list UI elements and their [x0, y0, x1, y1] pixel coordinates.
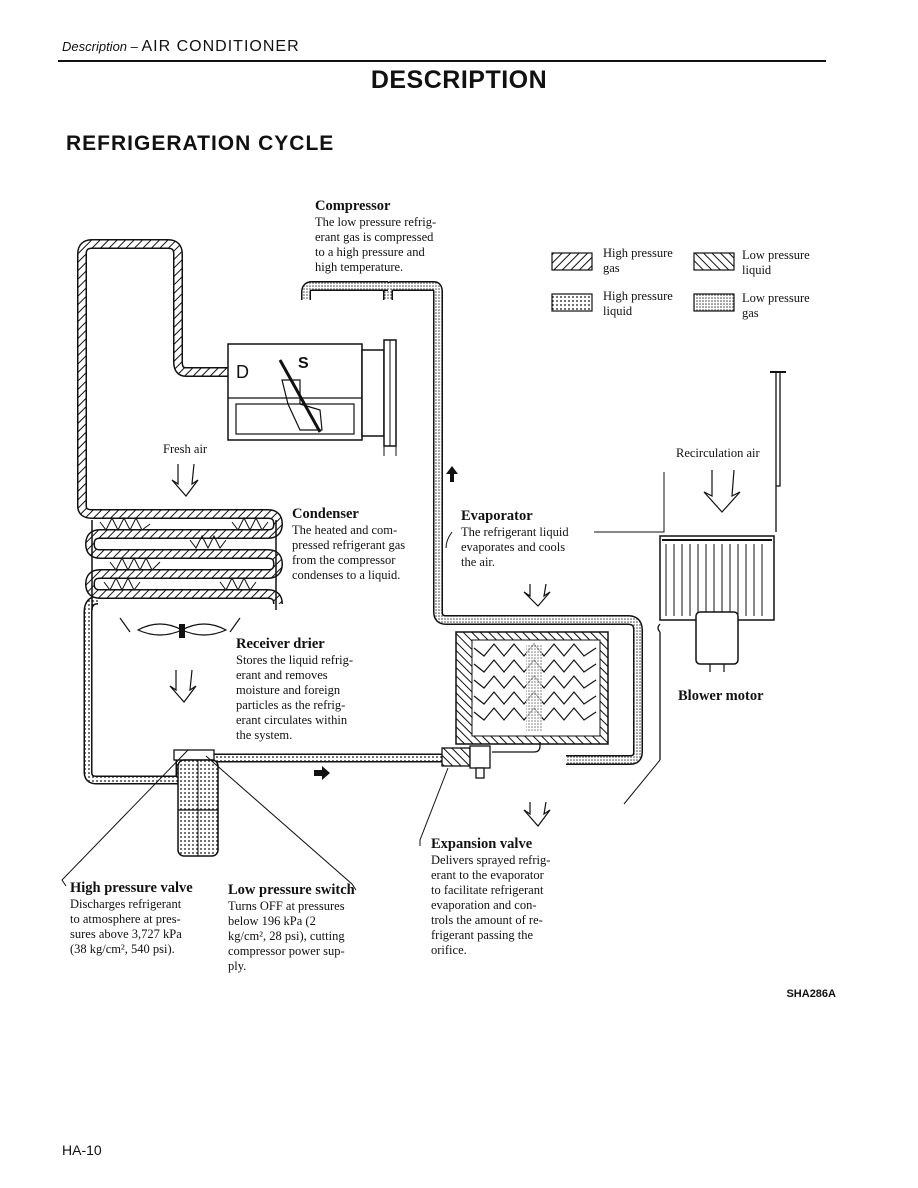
expansion-valve-label: Expansion valve Delivers sprayed refrig-…	[431, 836, 565, 958]
compressor-label: Compressor The low pressure refrig- eran…	[315, 198, 455, 275]
high-pressure-valve-text: Discharges refrigerant to atmosphere at …	[70, 897, 182, 956]
figure-code: SHA286A	[786, 988, 836, 1000]
airflow-arrow-evaporator-in	[523, 583, 551, 607]
legend-label-low-pressure-gas: Low pressure gas	[742, 291, 810, 320]
flow-arrow-right	[314, 766, 330, 780]
high-pressure-valve-title: High pressure valve	[70, 880, 193, 896]
page-title: DESCRIPTION	[370, 66, 548, 94]
legend-swatch-high-pressure-gas	[551, 252, 593, 271]
section-title: REFRIGERATION CYCLE	[66, 132, 335, 155]
high-pressure-valve-label: High pressure valve Discharges refrigera…	[70, 880, 210, 957]
compressor-text: The low pressure refrig- erant gas is co…	[315, 215, 437, 274]
expansion-valve-text: Delivers sprayed refrig- erant to the ev…	[431, 853, 551, 957]
compressor	[227, 339, 397, 456]
blower-motor-label: Blower motor	[678, 688, 764, 704]
legend-label-low-pressure-liquid: Low pressure liquid	[742, 248, 810, 277]
legend-label-high-pressure-gas: High pressure gas	[603, 246, 673, 275]
condenser-title: Condenser	[292, 506, 359, 522]
blower-unit	[657, 535, 775, 760]
evaporator-text: The refrigerant liquid evaporates and co…	[461, 525, 569, 569]
evaporator-core	[455, 631, 609, 745]
receiver-drier	[173, 749, 219, 857]
airflow-arrow-recirculation	[703, 469, 741, 513]
compressor-port-d: D	[236, 362, 249, 382]
recirculation-duct	[772, 371, 781, 532]
airflow-arrow-condenser	[169, 669, 197, 703]
running-header-big: AIR CONDITIONER	[141, 38, 300, 55]
condenser-label: Condenser The heated and com- pressed re…	[292, 506, 424, 583]
receiver-drier-title: Receiver drier	[236, 636, 325, 652]
evaporator-title: Evaporator	[461, 508, 533, 524]
legend-swatch-high-pressure-liquid	[551, 293, 593, 312]
expansion-valve-title: Expansion valve	[431, 836, 533, 852]
low-pressure-switch-label: Low pressure switch Turns OFF at pressur…	[228, 882, 366, 974]
header-rule	[58, 60, 826, 62]
fresh-air-label: Fresh air	[163, 442, 208, 456]
expansion-valve	[441, 745, 491, 779]
condenser-text: The heated and com- pressed refrigerant …	[292, 523, 406, 582]
recirculation-air-label: Recirculation air	[676, 446, 760, 460]
leader-lines	[61, 472, 665, 891]
airflow-arrow-evaporator-out	[523, 801, 551, 827]
flow-arrow-up	[446, 466, 458, 482]
airflow-arrow-fresh	[171, 463, 199, 497]
compressor-title: Compressor	[315, 198, 391, 214]
receiver-drier-label: Receiver drier Stores the liquid refrig-…	[236, 636, 368, 743]
condenser-fan	[119, 617, 241, 638]
running-header: Description – AIR CONDITIONER	[62, 38, 300, 56]
low-pressure-switch-title: Low pressure switch	[228, 882, 355, 898]
legend-swatch-low-pressure-liquid	[693, 252, 735, 271]
legend-label-high-pressure-liquid: High pressure liquid	[603, 289, 673, 318]
compressor-port-s: S	[298, 355, 309, 372]
legend-swatch-low-pressure-gas	[693, 293, 735, 312]
receiver-drier-text: Stores the liquid refrig- erant and remo…	[236, 653, 353, 742]
condenser-coil	[84, 509, 284, 610]
page-number: HA-10	[62, 1142, 102, 1158]
evaporator-label: Evaporator The refrigerant liquid evapor…	[461, 508, 601, 570]
low-pressure-switch-text: Turns OFF at pressures below 196 kPa (2 …	[228, 899, 345, 973]
running-header-small: Description –	[62, 39, 138, 54]
